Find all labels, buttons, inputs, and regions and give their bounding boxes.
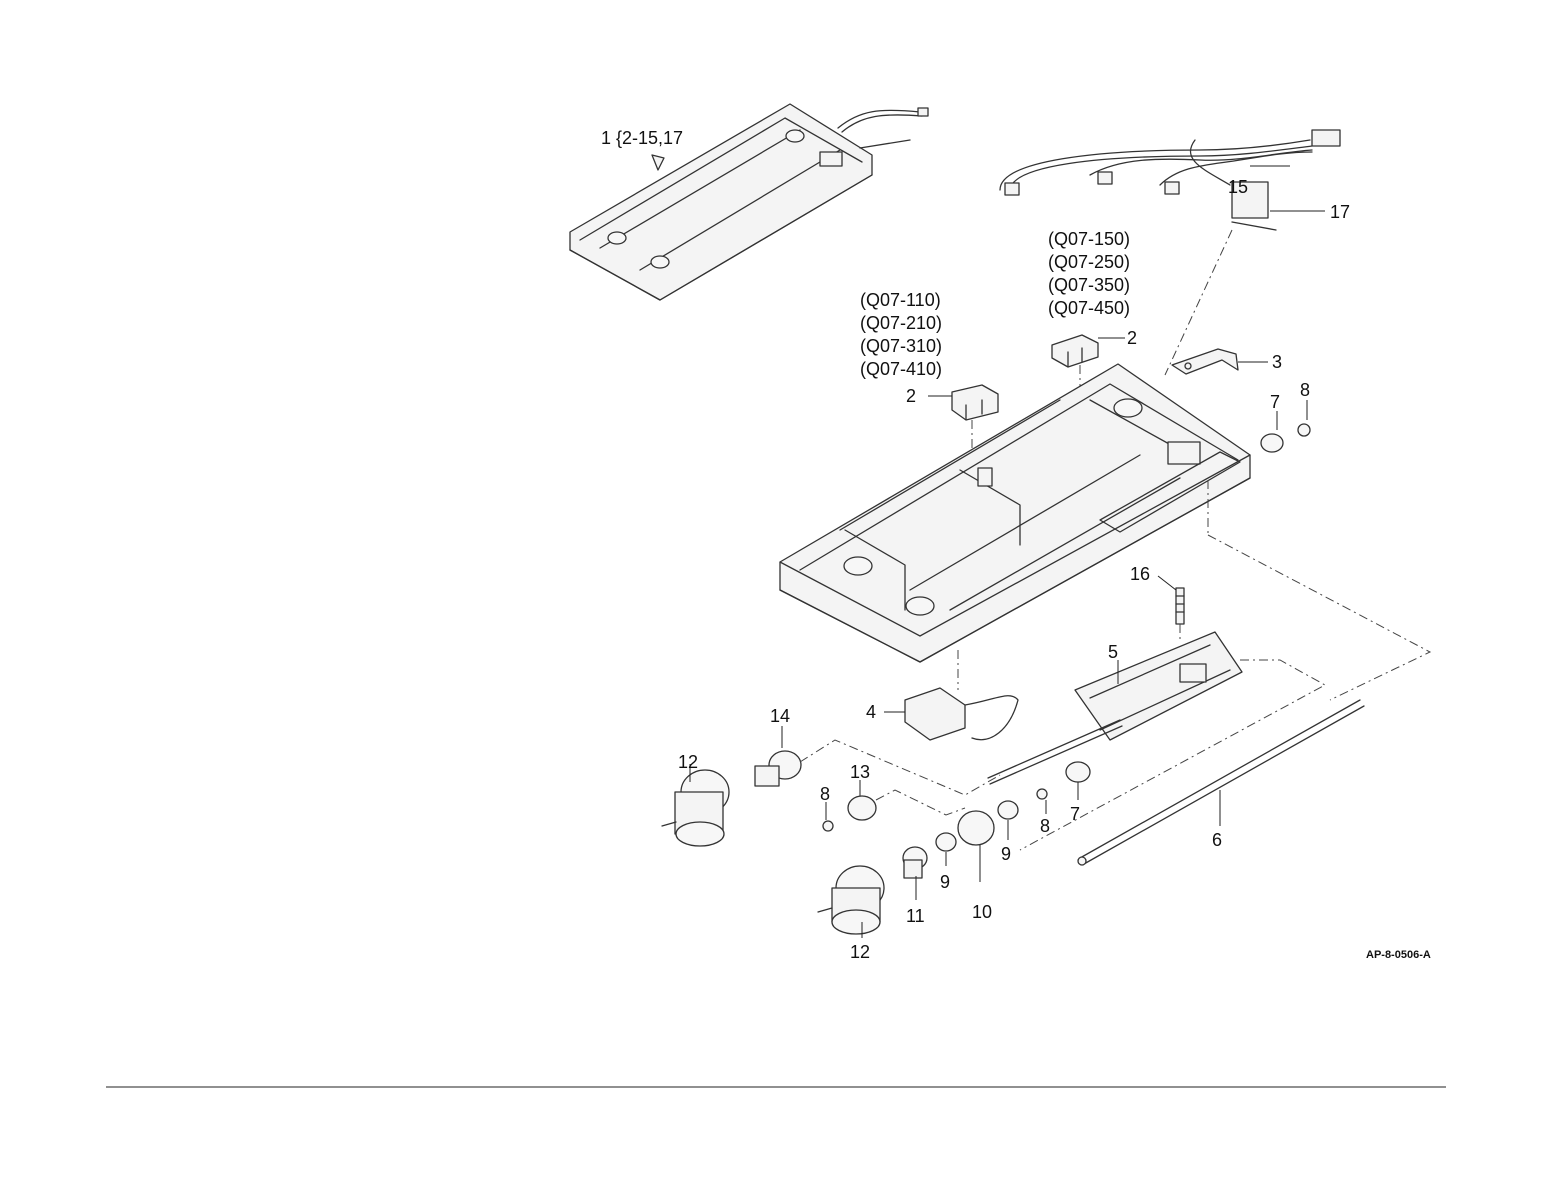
label-3: 3 [1272,352,1282,372]
sensor-code-left-3: (Q07-310) [860,336,942,356]
sensor-right [1052,335,1098,367]
label-2-left: 2 [906,386,916,406]
sensor-code-right-3: (Q07-350) [1048,275,1130,295]
label-8-mid: 8 [1040,816,1050,836]
reference-id: AP-8-0506-A [1366,949,1431,961]
assembly-callout: 1 {2-15,17 [601,128,683,148]
label-6: 6 [1212,830,1222,850]
collar-right [998,801,1018,819]
label-7-mid: 7 [1070,804,1080,824]
clutch-upper [755,751,801,786]
label-15: 15 [1228,177,1248,197]
label-14: 14 [770,706,790,726]
sensor-code-right-4: (Q07-450) [1048,298,1130,318]
sensor-left [952,385,998,420]
actuator [905,688,1018,740]
label-11: 11 [906,906,925,926]
sensor-code-right-1: (Q07-150) [1048,229,1130,249]
label-10: 10 [972,902,992,922]
label-9-right: 9 [1001,844,1011,864]
sensor-code-left-2: (Q07-210) [860,313,942,333]
feed-shaft [988,720,1120,778]
e-ring-left [823,821,833,831]
e-ring-mid [1037,789,1047,799]
label-12-upper: 12 [678,752,698,772]
bearing-top [1261,434,1283,452]
bearing-mid [1066,762,1090,782]
pick-roller [958,811,994,845]
label-8-top: 8 [1300,380,1310,400]
bracket [1172,349,1238,374]
feed-roller-lower [818,866,884,934]
roller-holder [1075,632,1242,740]
clutch-lower [903,847,927,878]
sensor-code-left-4: (Q07-410) [860,359,942,379]
label-16: 16 [1130,564,1150,584]
gear [848,796,876,820]
label-13: 13 [850,762,870,782]
label-7-top: 7 [1270,392,1280,412]
spring [1176,588,1184,624]
e-ring-top [1298,424,1310,436]
label-5: 5 [1108,642,1118,662]
wire-harness [1000,130,1340,230]
label-17: 17 [1330,202,1350,222]
label-8-left: 8 [820,784,830,804]
feed-roller-upper [662,770,729,846]
label-2-right: 2 [1127,328,1137,348]
label-4: 4 [866,702,876,722]
collar-left [936,833,956,851]
label-12-lower: 12 [850,942,870,962]
sensor-code-left-1: (Q07-110) [860,290,941,310]
label-9-left: 9 [940,872,950,892]
sensor-code-right-2: (Q07-250) [1048,252,1130,272]
